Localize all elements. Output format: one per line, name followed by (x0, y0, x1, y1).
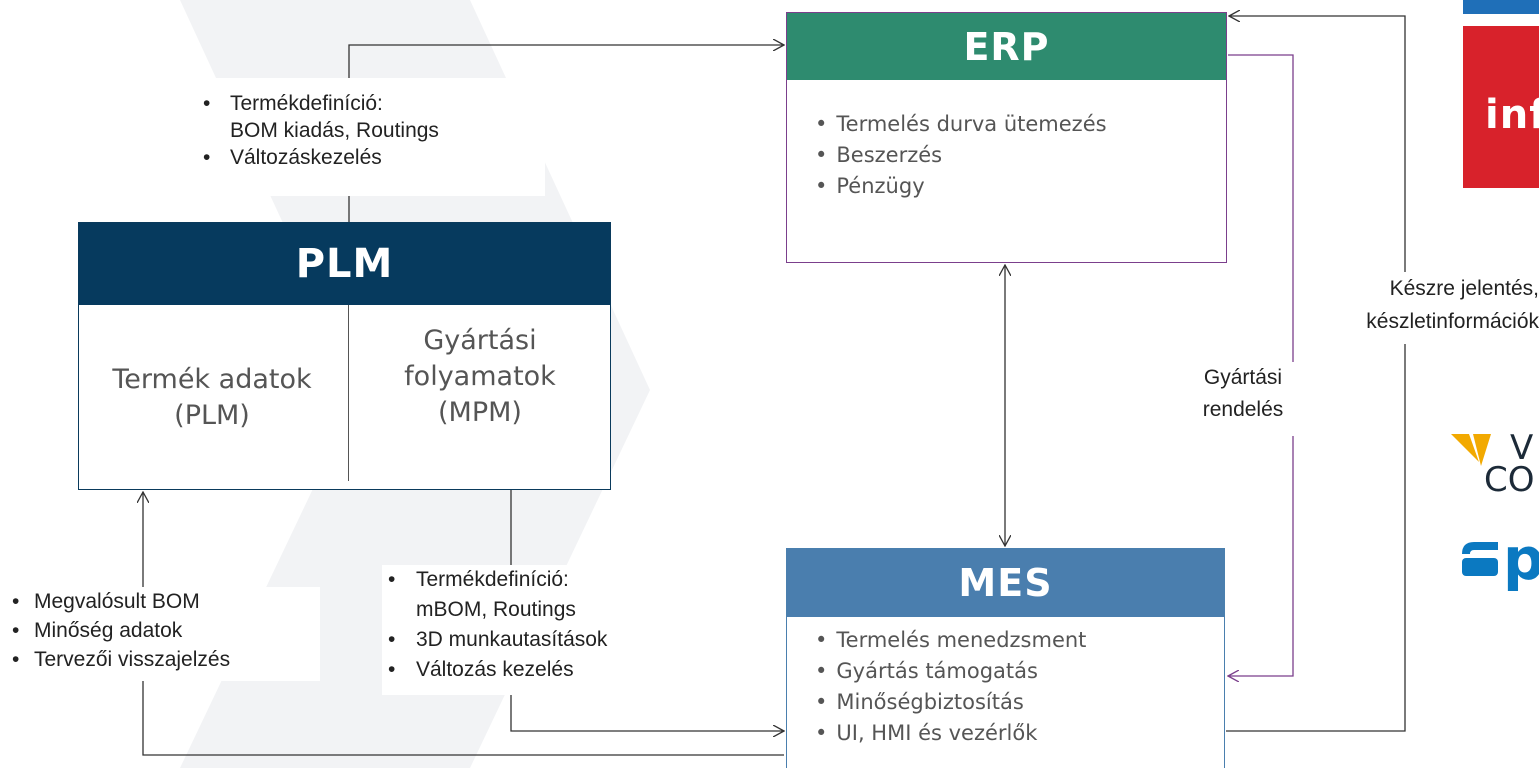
label-item: • Változáskezelés (200, 144, 545, 171)
plm-box: PLM Termék adatok (PLM) Gyártási folyama… (78, 222, 611, 490)
label-text: Tervezői visszajelzés (34, 648, 231, 671)
p-logo-icon (1462, 542, 1498, 576)
infor-logo: infor (1463, 26, 1539, 188)
mes-box: MES Termelés menedzsment Gyártás támogat… (786, 548, 1225, 768)
erp-to-mes-label: Gyártási rendelés (1190, 362, 1296, 436)
erp-box: ERP Termelés durva ütemezés Beszerzés Pé… (786, 12, 1227, 263)
mes-item: Minőségbiztosítás (815, 687, 1086, 718)
plm-divider (348, 305, 349, 481)
v-logo-text: V (1510, 428, 1534, 468)
mes-item: UI, HMI és vezérlők (815, 718, 1086, 749)
label-text: Változás kezelés (416, 658, 574, 681)
label-text: 3D munkautasítások (416, 628, 608, 651)
erp-item: Pénzügy (815, 171, 1107, 202)
label-text: rendelés (1202, 398, 1284, 421)
label-item: •3D munkautasítások (382, 625, 682, 655)
plm-to-mes-label: • Termékdefiníció: mBOM, Routings •3D mu… (382, 565, 682, 695)
label-text: készletinformációk (1366, 310, 1539, 333)
plm-right-line: folyamatok (404, 361, 556, 392)
mes-title: MES (787, 549, 1224, 617)
mes-to-plm-line (143, 492, 784, 756)
label-text: Termékdefiníció: (230, 92, 383, 115)
plm-to-erp-label: • Termékdefiníció: BOM kiadás, Routings … (200, 78, 545, 196)
label-text: Gyártási (1203, 366, 1283, 389)
label-text: Minőség adatok (34, 619, 183, 642)
erp-title: ERP (787, 13, 1226, 80)
infor-logo-bar (1463, 0, 1539, 14)
label-text: Készre jelentés, (1389, 277, 1539, 300)
label-item: •Változás kezelés (382, 655, 682, 685)
label-item: •Tervezői visszajelzés (2, 645, 320, 674)
plm-title: PLM (79, 223, 610, 305)
v-logo-icon (1451, 434, 1491, 466)
mes-item: Gyártás támogatás (815, 656, 1086, 687)
erp-item: Termelés durva ütemezés (815, 109, 1106, 140)
label-text: BOM kiadás, Routings (230, 119, 439, 142)
infor-logo-text: infor (1485, 92, 1539, 138)
erp-item: Beszerzés (815, 140, 1107, 171)
label-item: • Termékdefiníció: mBOM, Routings (382, 565, 682, 625)
erp-function-list: Termelés durva ütemezés Beszerzés Pénzüg… (815, 109, 1107, 202)
plm-left-line: Termék adatok (112, 364, 312, 395)
mes-item: Termelés menedzsment (815, 625, 1086, 656)
label-text: Változáskezelés (230, 146, 382, 169)
plm-right-line: Gyártási (423, 325, 537, 356)
plm-manufacturing-processes: Gyártási folyamatok (MPM) (347, 323, 613, 509)
label-item: • Termékdefiníció: BOM kiadás, Routings (200, 90, 545, 144)
mes-function-list: Termelés menedzsment Gyártás támogatás M… (815, 625, 1086, 749)
v-logo-text: CO (1484, 460, 1535, 500)
mes-to-erp-line (1226, 16, 1406, 732)
plm-right-line: (MPM) (438, 397, 522, 428)
label-item: •Megvalósult BOM (2, 587, 320, 616)
mes-to-plm-label: •Megvalósult BOM •Minőség adatok •Tervez… (2, 587, 320, 681)
p-logo-text: p (1503, 525, 1539, 593)
plm-left-line: (PLM) (174, 400, 250, 431)
label-item: •Minőség adatok (2, 616, 320, 645)
label-text: mBOM, Routings (416, 598, 576, 621)
label-text: Megvalósult BOM (34, 590, 200, 613)
plm-product-data: Termék adatok (PLM) (79, 305, 345, 491)
label-text: Termékdefiníció: (416, 568, 569, 591)
mes-to-erp-label: Készre jelentés, készletinformációk (1295, 272, 1539, 344)
